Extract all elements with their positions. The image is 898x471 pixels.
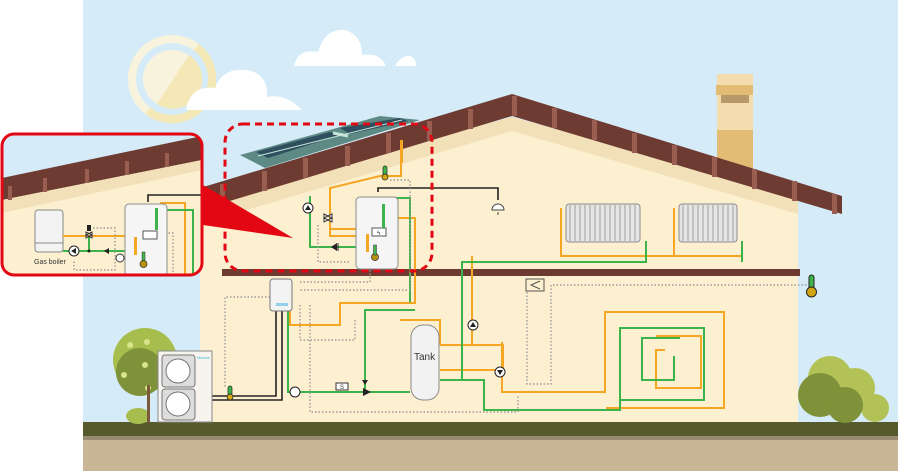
pump-icon [302,202,314,214]
bush [798,356,889,423]
tank-label: Tank [414,352,436,363]
chimney [716,74,753,170]
roof [200,94,842,214]
mixing-valve-icon [322,213,334,223]
hydro-module [269,278,293,312]
check-valve-icon [331,243,339,251]
outdoor-unit: Hisense [157,350,213,423]
radiator-2 [678,203,738,243]
meter-label: S [340,385,344,391]
ground-edge [83,436,898,440]
callout-pointer [203,185,293,238]
valve-icon [362,380,371,396]
gas-boiler-label: Gas boiler [34,259,67,266]
roof-tiles [220,96,837,214]
grass-strip [83,422,898,436]
floor-beam [222,269,800,276]
expansion-vessel-icon [289,386,301,398]
highlight-region [223,122,434,273]
gas-boiler [34,209,64,253]
ground [83,440,898,471]
ceiling-lamp-icon [491,203,505,215]
solar-sensor-icon [381,165,389,181]
buffer-tank: Tank [410,324,440,401]
radiator-1 [565,203,641,243]
pump-icon [467,319,479,331]
temperature-sensor-icon [226,385,234,401]
outdoor-temperature-sensor-icon [806,274,817,298]
pump-icon [494,366,506,378]
inset-panel: Gas boiler [0,132,204,277]
cloud-icon [186,29,416,110]
solar-collector [240,116,420,168]
dhw-tank: ϟ [355,196,399,270]
outdoor-unit-brand: Hisense [197,356,210,360]
meter-icon: S [335,382,349,391]
room-thermostat-icon [525,278,545,292]
svg-text:ϟ: ϟ [377,231,381,237]
